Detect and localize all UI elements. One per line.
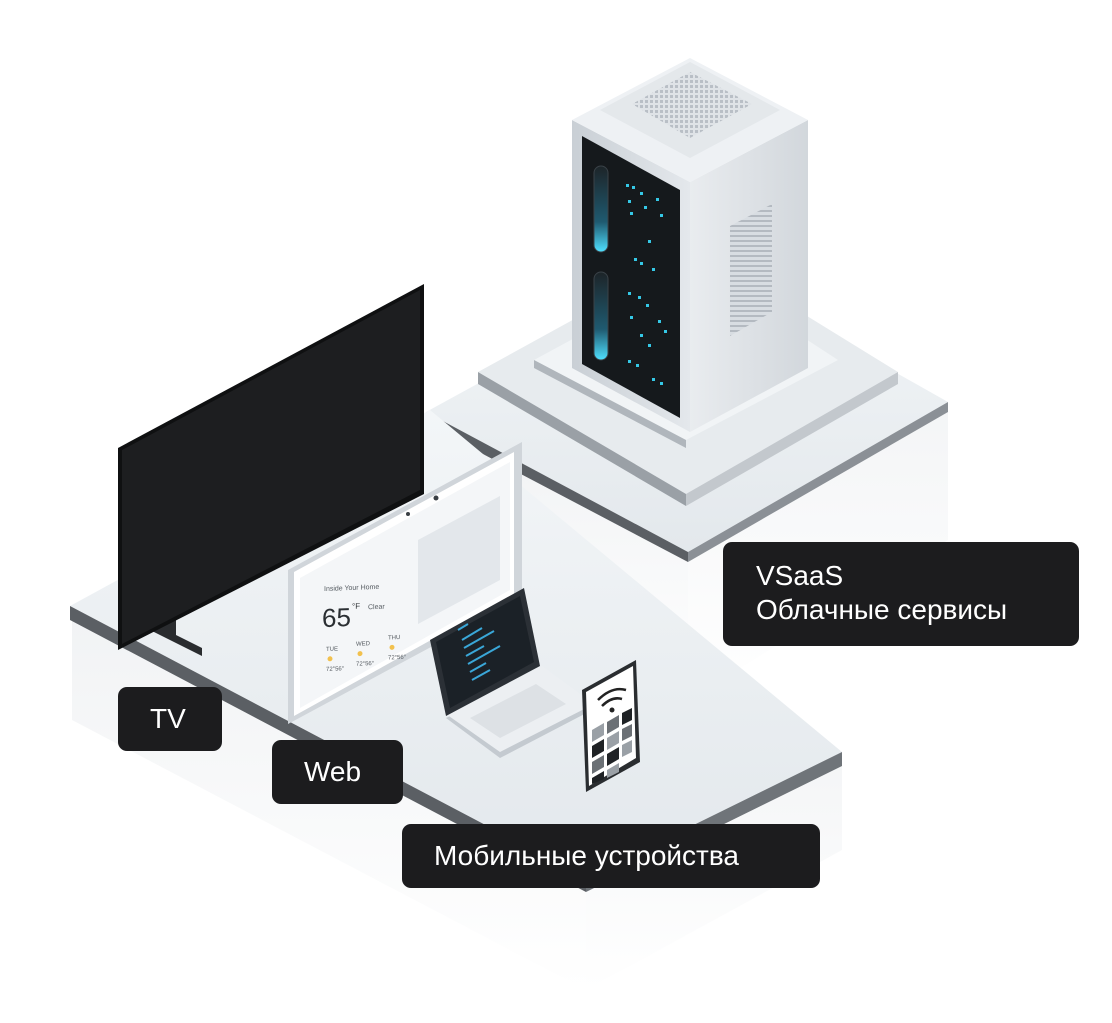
server-tower (572, 58, 808, 432)
web-label: Web (272, 740, 403, 804)
forecast-range-1: 72°56° (326, 666, 345, 673)
widget-header: Inside Your Home (324, 584, 379, 593)
vsaas-label-title: VSaaS (756, 560, 844, 591)
forecast-range-3: 72°56° (388, 655, 407, 662)
indicator-tube-top (593, 165, 609, 253)
widget-temperature: 65 (322, 602, 351, 633)
forecast-range-2: 72°56° (356, 661, 375, 668)
forecast-day-1: TUE (326, 646, 338, 652)
widget-condition: Clear (368, 604, 385, 612)
top-vent-grid (632, 72, 752, 138)
vsaas-label-subtitle: Облачные сервисы (756, 594, 1008, 625)
phone-device (582, 660, 640, 792)
web-label-text: Web (304, 756, 362, 787)
status-leds (626, 184, 667, 385)
laptop-device (430, 588, 596, 758)
laptop-code-lines (457, 623, 501, 681)
widget-degree-unit: °F (352, 602, 360, 611)
tv-device (118, 284, 424, 656)
tv-label-text: TV (150, 703, 186, 734)
forecast-day-2: WED (356, 641, 371, 648)
smart-display: Inside Your Home 65 °F Clear TUE WED THU… (288, 442, 522, 724)
side-vent (730, 204, 772, 336)
forecast-day-3: THU (388, 635, 400, 641)
mobile-label: Мобильные устройства (402, 824, 820, 888)
mobile-label-text: Мобильные устройства (434, 840, 740, 871)
vsaas-label: VSaaS Облачные сервисы (723, 542, 1079, 646)
phone-app-grid (592, 708, 632, 784)
tv-screen (122, 290, 420, 644)
wifi-icon (597, 687, 627, 707)
laptop-screen (436, 596, 534, 708)
tv-label: TV (118, 687, 222, 751)
indicator-tube-bottom (593, 271, 609, 361)
weather-widget: Inside Your Home 65 °F Clear TUE WED THU… (322, 584, 407, 673)
